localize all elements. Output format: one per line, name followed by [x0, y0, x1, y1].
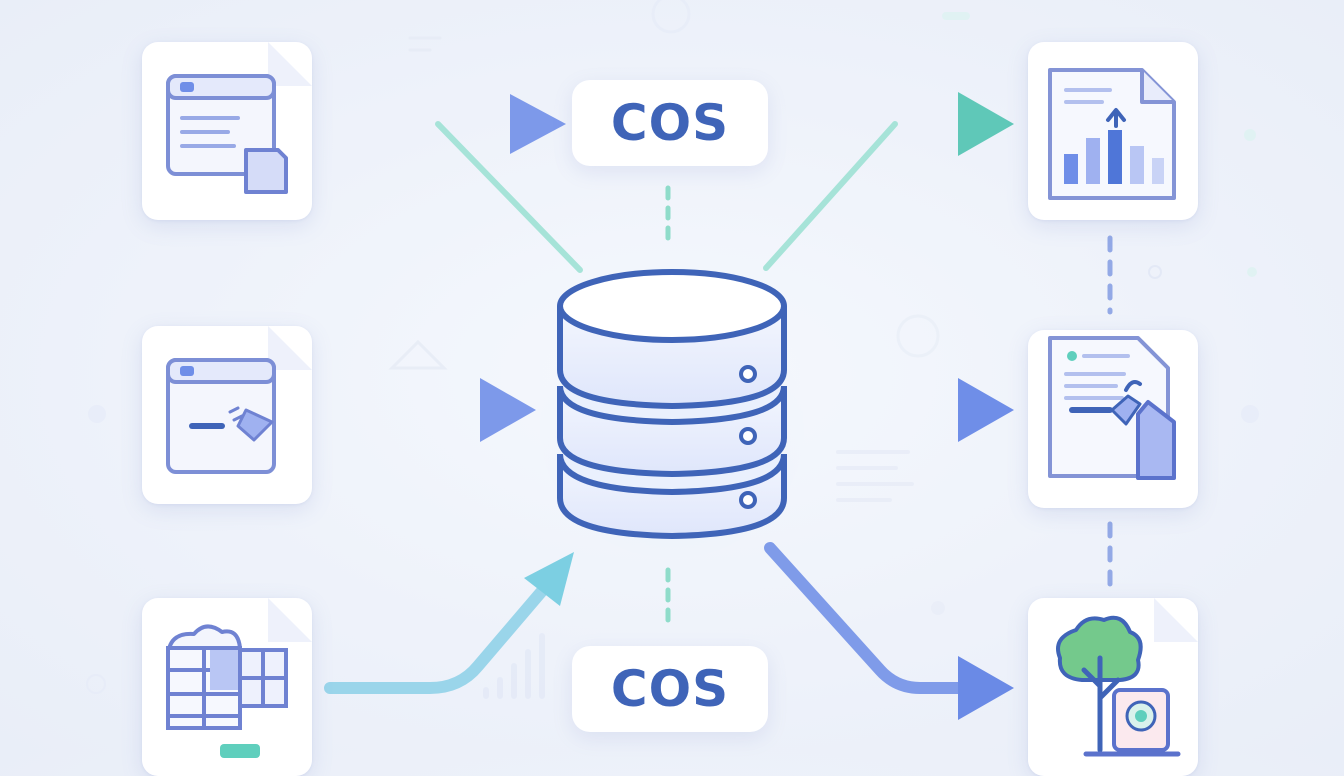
document-window-icon — [166, 42, 312, 194]
tree-image-icon — [1056, 598, 1198, 757]
bar-chart-report-icon — [1048, 68, 1176, 200]
table-grid-icon — [166, 598, 312, 758]
document-pen-icon — [1048, 336, 1176, 480]
bottom-cos-label[interactable]: COS — [572, 646, 768, 732]
database-cylinder-icon[interactable] — [540, 258, 804, 558]
top-cos-text: COS — [610, 94, 730, 152]
source-card-3[interactable] — [142, 598, 312, 776]
background-decor — [86, 0, 1259, 699]
document-edit-icon — [166, 326, 312, 474]
connectors — [86, 0, 1259, 720]
bottom-cos-text: COS — [610, 660, 730, 718]
output-card-1[interactable] — [1028, 42, 1198, 220]
diagram: COS COS — [86, 0, 1259, 758]
output-card-3[interactable] — [1028, 598, 1198, 776]
source-card-1[interactable] — [142, 42, 312, 220]
top-cos-label[interactable]: COS — [572, 80, 768, 166]
output-card-2[interactable] — [1028, 330, 1198, 508]
source-card-2[interactable] — [142, 326, 312, 504]
